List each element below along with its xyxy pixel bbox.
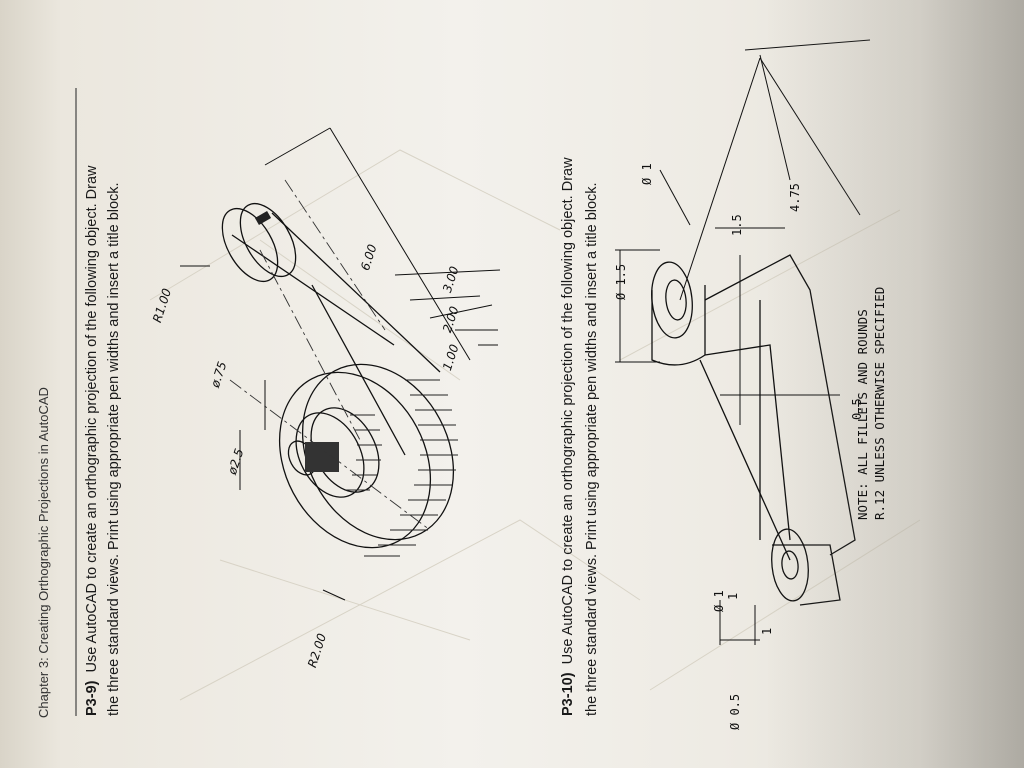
note-line2: R.12 UNLESS OTHERWISE SPECIFIED bbox=[872, 286, 887, 520]
chapter-header: Chapter 3: Creating Orthographic Project… bbox=[36, 387, 51, 718]
dim-one-b: 1 bbox=[760, 627, 774, 635]
problem-p3-9-text1: Use AutoCAD to create an orthographic pr… bbox=[84, 165, 100, 673]
dim-one-a: 1 bbox=[726, 592, 740, 600]
dim-d0-5: Ø 0.5 bbox=[728, 693, 742, 730]
figure-p3-9 bbox=[180, 127, 501, 601]
dim-1-5: 1.5 bbox=[730, 214, 744, 236]
problem-p3-9-line1: P3-9) Use AutoCAD to create an orthograp… bbox=[84, 165, 100, 716]
problem-p3-9-line2: the three standard views. Print using ap… bbox=[106, 182, 122, 716]
problem-p3-10-line2: the three standard views. Print using ap… bbox=[584, 182, 600, 716]
problem-p3-10-number: P3-10) bbox=[560, 672, 576, 716]
figure-p3-10 bbox=[615, 39, 871, 645]
dim-d1-left: Ø 1 bbox=[712, 590, 726, 612]
problem-p3-10-line1: P3-10) Use AutoCAD to create an orthogra… bbox=[560, 157, 576, 716]
dim-d1-5: Ø 1.5 bbox=[614, 263, 628, 300]
problem-p3-10-text1: Use AutoCAD to create an orthographic pr… bbox=[560, 157, 576, 665]
dim-d1-right: Ø 1 bbox=[640, 163, 654, 185]
note-line1: NOTE: ALL FILLETS AND ROUNDS bbox=[855, 309, 870, 520]
problem-p3-9-number: P3-9) bbox=[84, 680, 100, 716]
dim-4-75: 4.75 bbox=[788, 183, 802, 212]
